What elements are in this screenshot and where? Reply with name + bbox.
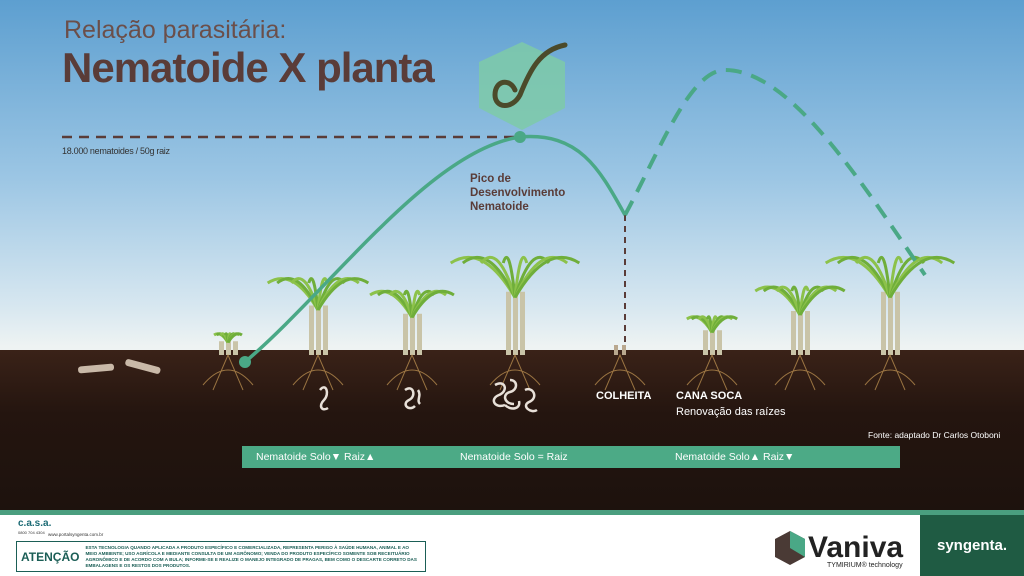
warning-text: ESTA TECNOLOGIA QUANDO APLICADA A PRODUT… bbox=[85, 544, 417, 568]
seed-cuttings bbox=[78, 359, 161, 374]
brand-subtitle: TYMIRIUM® technology bbox=[827, 562, 903, 569]
infographic-graphics bbox=[62, 42, 956, 413]
sugarcane-plant bbox=[686, 315, 738, 391]
harvest-label: COLHEITA bbox=[596, 390, 652, 402]
vaniva-logo-icon bbox=[775, 531, 805, 565]
casa-logo: c.a.s.a. bbox=[18, 518, 52, 529]
sugarcane-plant bbox=[266, 277, 370, 391]
brand-name: Vaniva bbox=[808, 531, 904, 564]
soil bbox=[0, 350, 1024, 510]
stage-2: Nematoide Solo = Raiz bbox=[460, 451, 568, 463]
start-point bbox=[239, 356, 251, 368]
peak-point bbox=[514, 131, 526, 143]
ratoon-sublabel: Renovação das raízes bbox=[676, 406, 786, 418]
source-note: Fonte: adaptado Dr Carlos Otoboni bbox=[868, 430, 1001, 440]
sugarcane-plant bbox=[754, 285, 846, 391]
ratoon-label: CANA SOCA bbox=[676, 390, 743, 402]
sugarcane-plant bbox=[202, 332, 254, 391]
website-link[interactable]: www.portalsyngenta.com.br bbox=[48, 532, 104, 537]
nematode-worm-icon bbox=[492, 42, 568, 108]
sugarcane-plant bbox=[824, 255, 956, 391]
sugarcane-plant bbox=[449, 255, 581, 391]
sugarcane-plant bbox=[594, 345, 646, 391]
warning-title: ATENÇÃO bbox=[21, 549, 80, 564]
company-logo: syngenta. bbox=[920, 515, 1024, 576]
casa-phone: 0800 704 4304 bbox=[18, 530, 45, 535]
subtitle: Relação parasitária: bbox=[64, 16, 287, 44]
warning-box: ATENÇÃO ESTA TECNOLOGIA QUANDO APLICADA … bbox=[16, 541, 426, 572]
nematode-curve bbox=[243, 134, 627, 364]
sugarcane-plant bbox=[369, 289, 455, 391]
nematode-roots-icons bbox=[319, 378, 538, 413]
peak-label: Pico de Desenvolvimento Nematoide bbox=[470, 173, 566, 213]
threshold-label: 18.000 nematoides / 50g raiz bbox=[62, 146, 170, 156]
stage-bar: Nematoide Solo▼ Raiz▲ Nematoide Solo = R… bbox=[242, 446, 900, 468]
nematode-curve-projected bbox=[623, 67, 927, 277]
divider bbox=[0, 510, 1024, 515]
stage-1: Nematoide Solo▼ Raiz▲ bbox=[256, 451, 376, 463]
page-title: Nematoide X planta bbox=[62, 44, 435, 91]
stage-3: Nematoide Solo▲ Raiz▼ bbox=[675, 451, 795, 463]
